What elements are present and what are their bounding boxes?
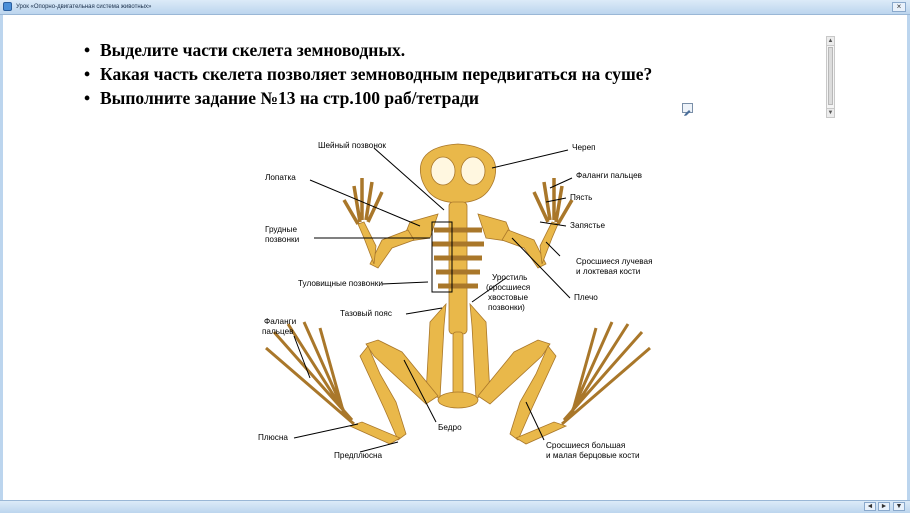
label-urostyle-1: Уростиль bbox=[492, 273, 527, 282]
task-text: Какая часть скелета позволяет земноводны… bbox=[100, 64, 653, 84]
diagram-labels: Шейный позвонок Череп Лопатка Фаланги па… bbox=[258, 141, 653, 460]
label-trunk-vertebrae: Туловищные позвонки bbox=[298, 279, 383, 288]
task-list: • Выделите части скелета земноводных. • Ка… bbox=[84, 38, 764, 110]
femur-left bbox=[365, 339, 439, 405]
label-thoracic-2: позвонки bbox=[265, 235, 299, 244]
label-pointers bbox=[293, 147, 573, 453]
app-icon bbox=[3, 2, 12, 11]
eye-orbit-left bbox=[430, 156, 456, 186]
edit-icon[interactable] bbox=[682, 103, 693, 116]
scroll-up-icon[interactable]: ▲ bbox=[827, 37, 834, 46]
tibia-left bbox=[359, 345, 407, 441]
task-text: Выделите части скелета земноводных. bbox=[100, 40, 406, 60]
bullet-marker: • bbox=[84, 64, 91, 84]
window-title: Урок «Опорно-двигательная система животн… bbox=[16, 4, 152, 10]
text-scrollbar[interactable]: ▲ ▼ bbox=[826, 36, 835, 118]
title-bar: Урок «Опорно-двигательная система животн… bbox=[0, 0, 910, 15]
window-frame-left bbox=[0, 15, 3, 500]
label-fused-tibia-1: Сросшиеся большая bbox=[546, 441, 625, 450]
foot-right bbox=[561, 321, 651, 426]
femur-right bbox=[477, 339, 551, 405]
label-wrist: Запястье bbox=[570, 221, 605, 230]
bullet-marker: • bbox=[84, 40, 91, 60]
task-item-3: • Выполните задание №13 на стр.100 раб/те… bbox=[84, 86, 764, 110]
status-bar: ◄ ► ▼ bbox=[0, 500, 910, 513]
label-metatarsus: Плюсна bbox=[258, 433, 288, 442]
label-scapula: Лопатка bbox=[265, 173, 296, 182]
hand-right bbox=[532, 178, 574, 225]
task-item-1: • Выделите части скелета земноводных. bbox=[84, 38, 764, 62]
forearm-right bbox=[539, 221, 559, 265]
label-fused-tibia-2: и малая берцовые кости bbox=[546, 451, 640, 460]
label-urostyle-4: позвонки) bbox=[488, 303, 525, 312]
label-neck-vertebra: Шейный позвонок bbox=[318, 141, 386, 150]
label-shoulder: Плечо bbox=[574, 293, 598, 302]
prev-slide-button[interactable]: ◄ bbox=[864, 502, 876, 511]
acetabulum bbox=[437, 391, 479, 409]
hand-left bbox=[342, 178, 384, 225]
label-fused-radius-2: и локтевая кости bbox=[576, 267, 640, 276]
window-frame-right bbox=[907, 15, 910, 500]
frog-skeleton-diagram: Шейный позвонок Череп Лопатка Фаланги па… bbox=[258, 141, 653, 460]
slide-menu-button[interactable]: ▼ bbox=[893, 502, 905, 511]
humerus-left bbox=[369, 229, 415, 269]
label-tarsus: Предплюсна bbox=[334, 451, 383, 460]
close-button[interactable]: × bbox=[892, 2, 906, 12]
label-urostyle-2: (сросшиеся bbox=[486, 283, 530, 292]
label-thoracic-1: Грудные bbox=[265, 225, 297, 234]
tibia-right bbox=[509, 345, 557, 441]
urostyle-bone bbox=[452, 331, 464, 397]
label-toe-phalanges-2: пальцев bbox=[262, 327, 294, 336]
forearm-left bbox=[357, 221, 377, 265]
task-text: Выполните задание №13 на стр.100 раб/тет… bbox=[100, 88, 480, 108]
pelvis-right bbox=[469, 302, 491, 399]
skeleton-illustration bbox=[265, 143, 651, 445]
label-fused-radius-1: Сросшиеся лучевая bbox=[576, 257, 653, 266]
bullet-marker: • bbox=[84, 88, 91, 108]
label-toe-phalanges-1: Фаланги bbox=[264, 317, 296, 326]
humerus-right bbox=[501, 229, 547, 269]
scroll-down-icon[interactable]: ▼ bbox=[827, 108, 834, 117]
foot-left bbox=[265, 321, 355, 426]
task-item-2: • Какая часть скелета позволяет земноводн… bbox=[84, 62, 764, 86]
label-pelvic-girdle: Тазовый пояс bbox=[340, 309, 392, 318]
label-urostyle-3: хвостовые bbox=[488, 293, 528, 302]
label-skull: Череп bbox=[572, 143, 596, 152]
pelvis-left bbox=[425, 302, 447, 399]
next-slide-button[interactable]: ► bbox=[878, 502, 890, 511]
label-thigh: Бедро bbox=[438, 423, 462, 432]
label-metacarpus: Пясть bbox=[570, 193, 592, 202]
scroll-thumb[interactable] bbox=[828, 47, 833, 105]
thoracic-vertebrae-marker bbox=[431, 221, 453, 293]
label-finger-phalanges: Фаланги пальцев bbox=[576, 171, 642, 180]
eye-orbit-right bbox=[460, 156, 486, 186]
transverse-processes bbox=[432, 227, 484, 289]
